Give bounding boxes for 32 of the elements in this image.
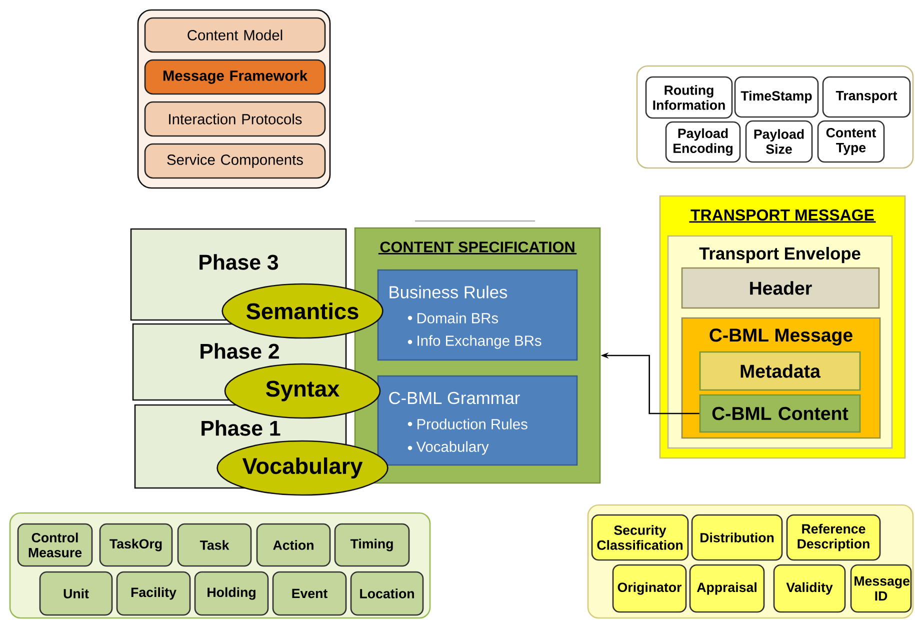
element-box: Timing bbox=[334, 523, 410, 567]
metadata-box: Metadata bbox=[699, 351, 861, 391]
field-box: Payload Encoding bbox=[665, 121, 741, 163]
field-box: Content Type bbox=[817, 120, 885, 163]
field-box: Payload Size bbox=[745, 120, 813, 163]
content-box: Business Rules Domain BRs Info Exchange BRs bbox=[377, 269, 578, 361]
element-box: TaskOrg bbox=[99, 523, 173, 567]
element-box: Unit bbox=[39, 571, 113, 616]
element-box: Distribution bbox=[691, 514, 783, 561]
element-box: Validity bbox=[773, 564, 846, 613]
field-box: TimeStamp bbox=[734, 76, 819, 118]
layer-bar: Service Components bbox=[144, 143, 326, 179]
content-box: C-BML Content bbox=[699, 394, 861, 433]
element-box: Control Measure bbox=[17, 523, 93, 567]
element-box: Appraisal bbox=[689, 564, 765, 613]
element-box: Security Classification bbox=[591, 514, 689, 561]
element-box: Originator bbox=[612, 564, 687, 613]
layer-bar: Message Framework bbox=[144, 59, 326, 95]
header-box: Header bbox=[681, 267, 880, 309]
element-box: Holding bbox=[194, 571, 269, 616]
field-box: Routing Information bbox=[645, 76, 733, 119]
layer-bar: Content Model bbox=[144, 17, 326, 53]
element-box: Reference Description bbox=[786, 514, 881, 561]
content-box: C-BML Grammar Production Rules Vocabulary bbox=[377, 375, 578, 466]
field-box: Transport bbox=[822, 76, 911, 118]
element-box: Location bbox=[350, 571, 424, 616]
element-box: Action bbox=[256, 523, 331, 567]
element-box: Facility bbox=[116, 571, 191, 616]
layer-bar: Interaction Protocols bbox=[144, 101, 326, 137]
element-box: Event bbox=[272, 571, 347, 616]
element-box: Task bbox=[177, 523, 252, 567]
element-box: Message ID bbox=[850, 564, 912, 613]
